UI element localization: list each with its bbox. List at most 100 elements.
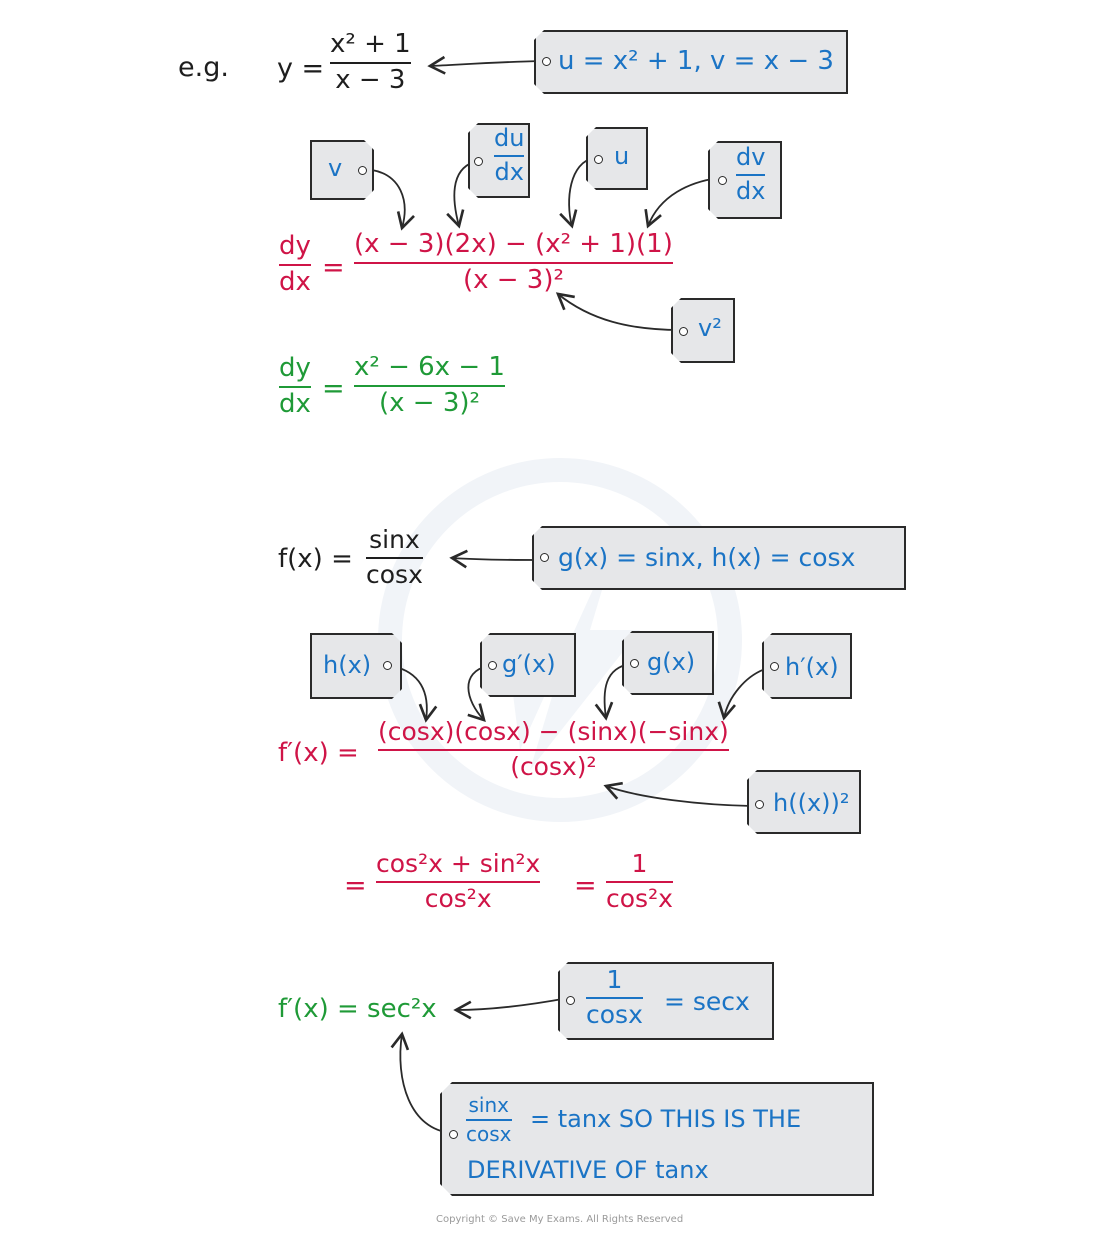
tag-v-text: v — [328, 154, 343, 182]
tan-note-line2: DERIVATIVE OF tanx — [467, 1156, 709, 1184]
sec-tag-fraction: 1 cosx — [586, 965, 643, 1030]
tag-hole — [566, 996, 575, 1005]
tag-v-squared — [671, 298, 735, 363]
tan-note-line1: = tanx SO THIS IS THE — [530, 1105, 802, 1133]
tag-u — [586, 127, 648, 190]
tag-h — [310, 633, 402, 699]
quotient-numerator: (cosx)(cosx) − (sinx)(−sinx) — [378, 717, 729, 746]
tag-hole — [770, 662, 779, 671]
tag-h-prime — [762, 633, 852, 699]
tag-hole — [630, 659, 639, 668]
tag-du-dx-fraction: du dx — [494, 124, 525, 186]
sec-denominator: cosx — [586, 999, 643, 1029]
gh-definition-text: g(x) = sinx, h(x) = cosx — [558, 543, 856, 572]
dx-text: dx — [494, 157, 524, 186]
quotient-denominator: (cosx)² — [510, 751, 597, 781]
dx-text: dx — [279, 266, 311, 297]
copyright: Copyright © Save My Exams. All Rights Re… — [436, 1214, 684, 1225]
tag-h-prime-text: h′(x) — [785, 653, 839, 681]
ex1-result: x² − 6x − 1 (x − 3)² — [354, 352, 505, 419]
du-text: du — [494, 124, 525, 152]
tag-dv-dx — [708, 141, 782, 219]
tag-h-squared-text: h((x))² — [773, 789, 850, 817]
tag-hole — [718, 176, 727, 185]
fraction-bar — [736, 173, 766, 176]
fraction-bar — [354, 384, 505, 387]
fraction-bar — [606, 880, 673, 883]
tag-hole — [449, 1130, 458, 1139]
fraction-bar — [466, 1119, 512, 1121]
tag-hole — [755, 800, 764, 809]
ex1-numerator: x² + 1 — [330, 29, 411, 59]
fraction-bar — [354, 261, 673, 264]
tag-du-dx — [468, 123, 530, 198]
fraction-bar — [330, 61, 411, 64]
fraction-bar — [586, 996, 643, 999]
sec-numerator: 1 — [606, 965, 623, 994]
tan-denominator: cosx — [466, 1122, 512, 1146]
fraction-bar — [366, 556, 423, 559]
ex1-equals: = — [322, 252, 345, 283]
tag-hole — [679, 327, 688, 336]
tag-hole — [542, 57, 551, 66]
quotient-denominator: (x − 3)² — [462, 264, 564, 295]
eg-label: e.g. — [178, 52, 229, 83]
sec-tag-rhs: = secx — [664, 987, 750, 1016]
uv-definition-tag — [534, 30, 848, 94]
tag-hole — [383, 661, 392, 670]
fraction-bar — [279, 263, 311, 266]
simplified-denominator: cos²x — [606, 883, 673, 913]
result-numerator: x² − 6x − 1 — [354, 352, 505, 382]
dx-text: dx — [736, 176, 766, 205]
ex1-dydx: dy dx — [279, 231, 311, 298]
ex2-simplified: 1 cos²x — [606, 849, 673, 914]
ex2-step-equals: = — [344, 870, 367, 901]
ex1-result-dydx: dy dx — [279, 353, 311, 420]
tag-hole — [358, 166, 367, 175]
ex2-numerator: sinx — [369, 525, 420, 554]
ex2-quotient-rule: (cosx)(cosx) − (sinx)(−sinx) (cosx)² — [378, 717, 729, 782]
tan-tag-fraction: sinx cosx — [466, 1094, 512, 1146]
dx-text: dx — [279, 388, 311, 419]
tag-h-text: h(x) — [323, 651, 372, 679]
result-denominator: (x − 3)² — [378, 387, 480, 418]
tag-dv-dx-fraction: dv dx — [736, 143, 766, 205]
ex2-lhs: f(x) = — [278, 544, 353, 574]
ex1-lhs: y = — [277, 53, 325, 84]
ex1-denominator: x − 3 — [335, 64, 406, 95]
tan-note-tag — [440, 1082, 874, 1196]
ex1-fraction: x² + 1 x − 3 — [330, 29, 411, 96]
tag-hole — [540, 553, 549, 562]
tan-numerator: sinx — [468, 1093, 510, 1117]
fraction-bar — [279, 385, 311, 388]
ex1-result-equals: = — [322, 373, 345, 404]
uv-definition-text: u = x² + 1, v = x − 3 — [558, 46, 834, 76]
ex2-step-equals-2: = — [574, 870, 597, 901]
step-denominator: cos²x — [424, 883, 492, 913]
dv-text: dv — [736, 143, 766, 171]
ex2-denominator: cosx — [366, 559, 423, 589]
ex2-fprime: f′(x) = — [278, 738, 359, 768]
tag-v — [310, 140, 374, 200]
fraction-bar — [376, 880, 541, 883]
ex1-quotient-rule: (x − 3)(2x) − (x² + 1)(1) (x − 3)² — [354, 229, 673, 296]
tag-hole — [474, 157, 483, 166]
sec-definition-tag — [558, 962, 774, 1040]
ex2-pythagorean-step: cos²x + sin²x cos²x — [376, 849, 541, 914]
tag-h-squared — [747, 770, 861, 834]
fraction-bar — [494, 154, 525, 157]
fraction-bar — [378, 748, 729, 751]
simplified-numerator: 1 — [631, 849, 648, 878]
tag-hole — [488, 661, 497, 670]
tag-hole — [594, 155, 603, 164]
tag-g — [622, 631, 714, 695]
tag-u-text: u — [614, 142, 630, 170]
dy-text: dy — [279, 231, 311, 261]
tag-g-prime — [480, 633, 576, 697]
tag-g-text: g(x) — [647, 648, 696, 676]
ex2-fraction: sinx cosx — [366, 525, 423, 590]
tag-v-squared-text: v² — [698, 314, 722, 342]
ex2-final-result: f′(x) = sec²x — [278, 994, 437, 1024]
tag-g-prime-text: g′(x) — [502, 650, 556, 678]
dy-text: dy — [279, 353, 311, 383]
